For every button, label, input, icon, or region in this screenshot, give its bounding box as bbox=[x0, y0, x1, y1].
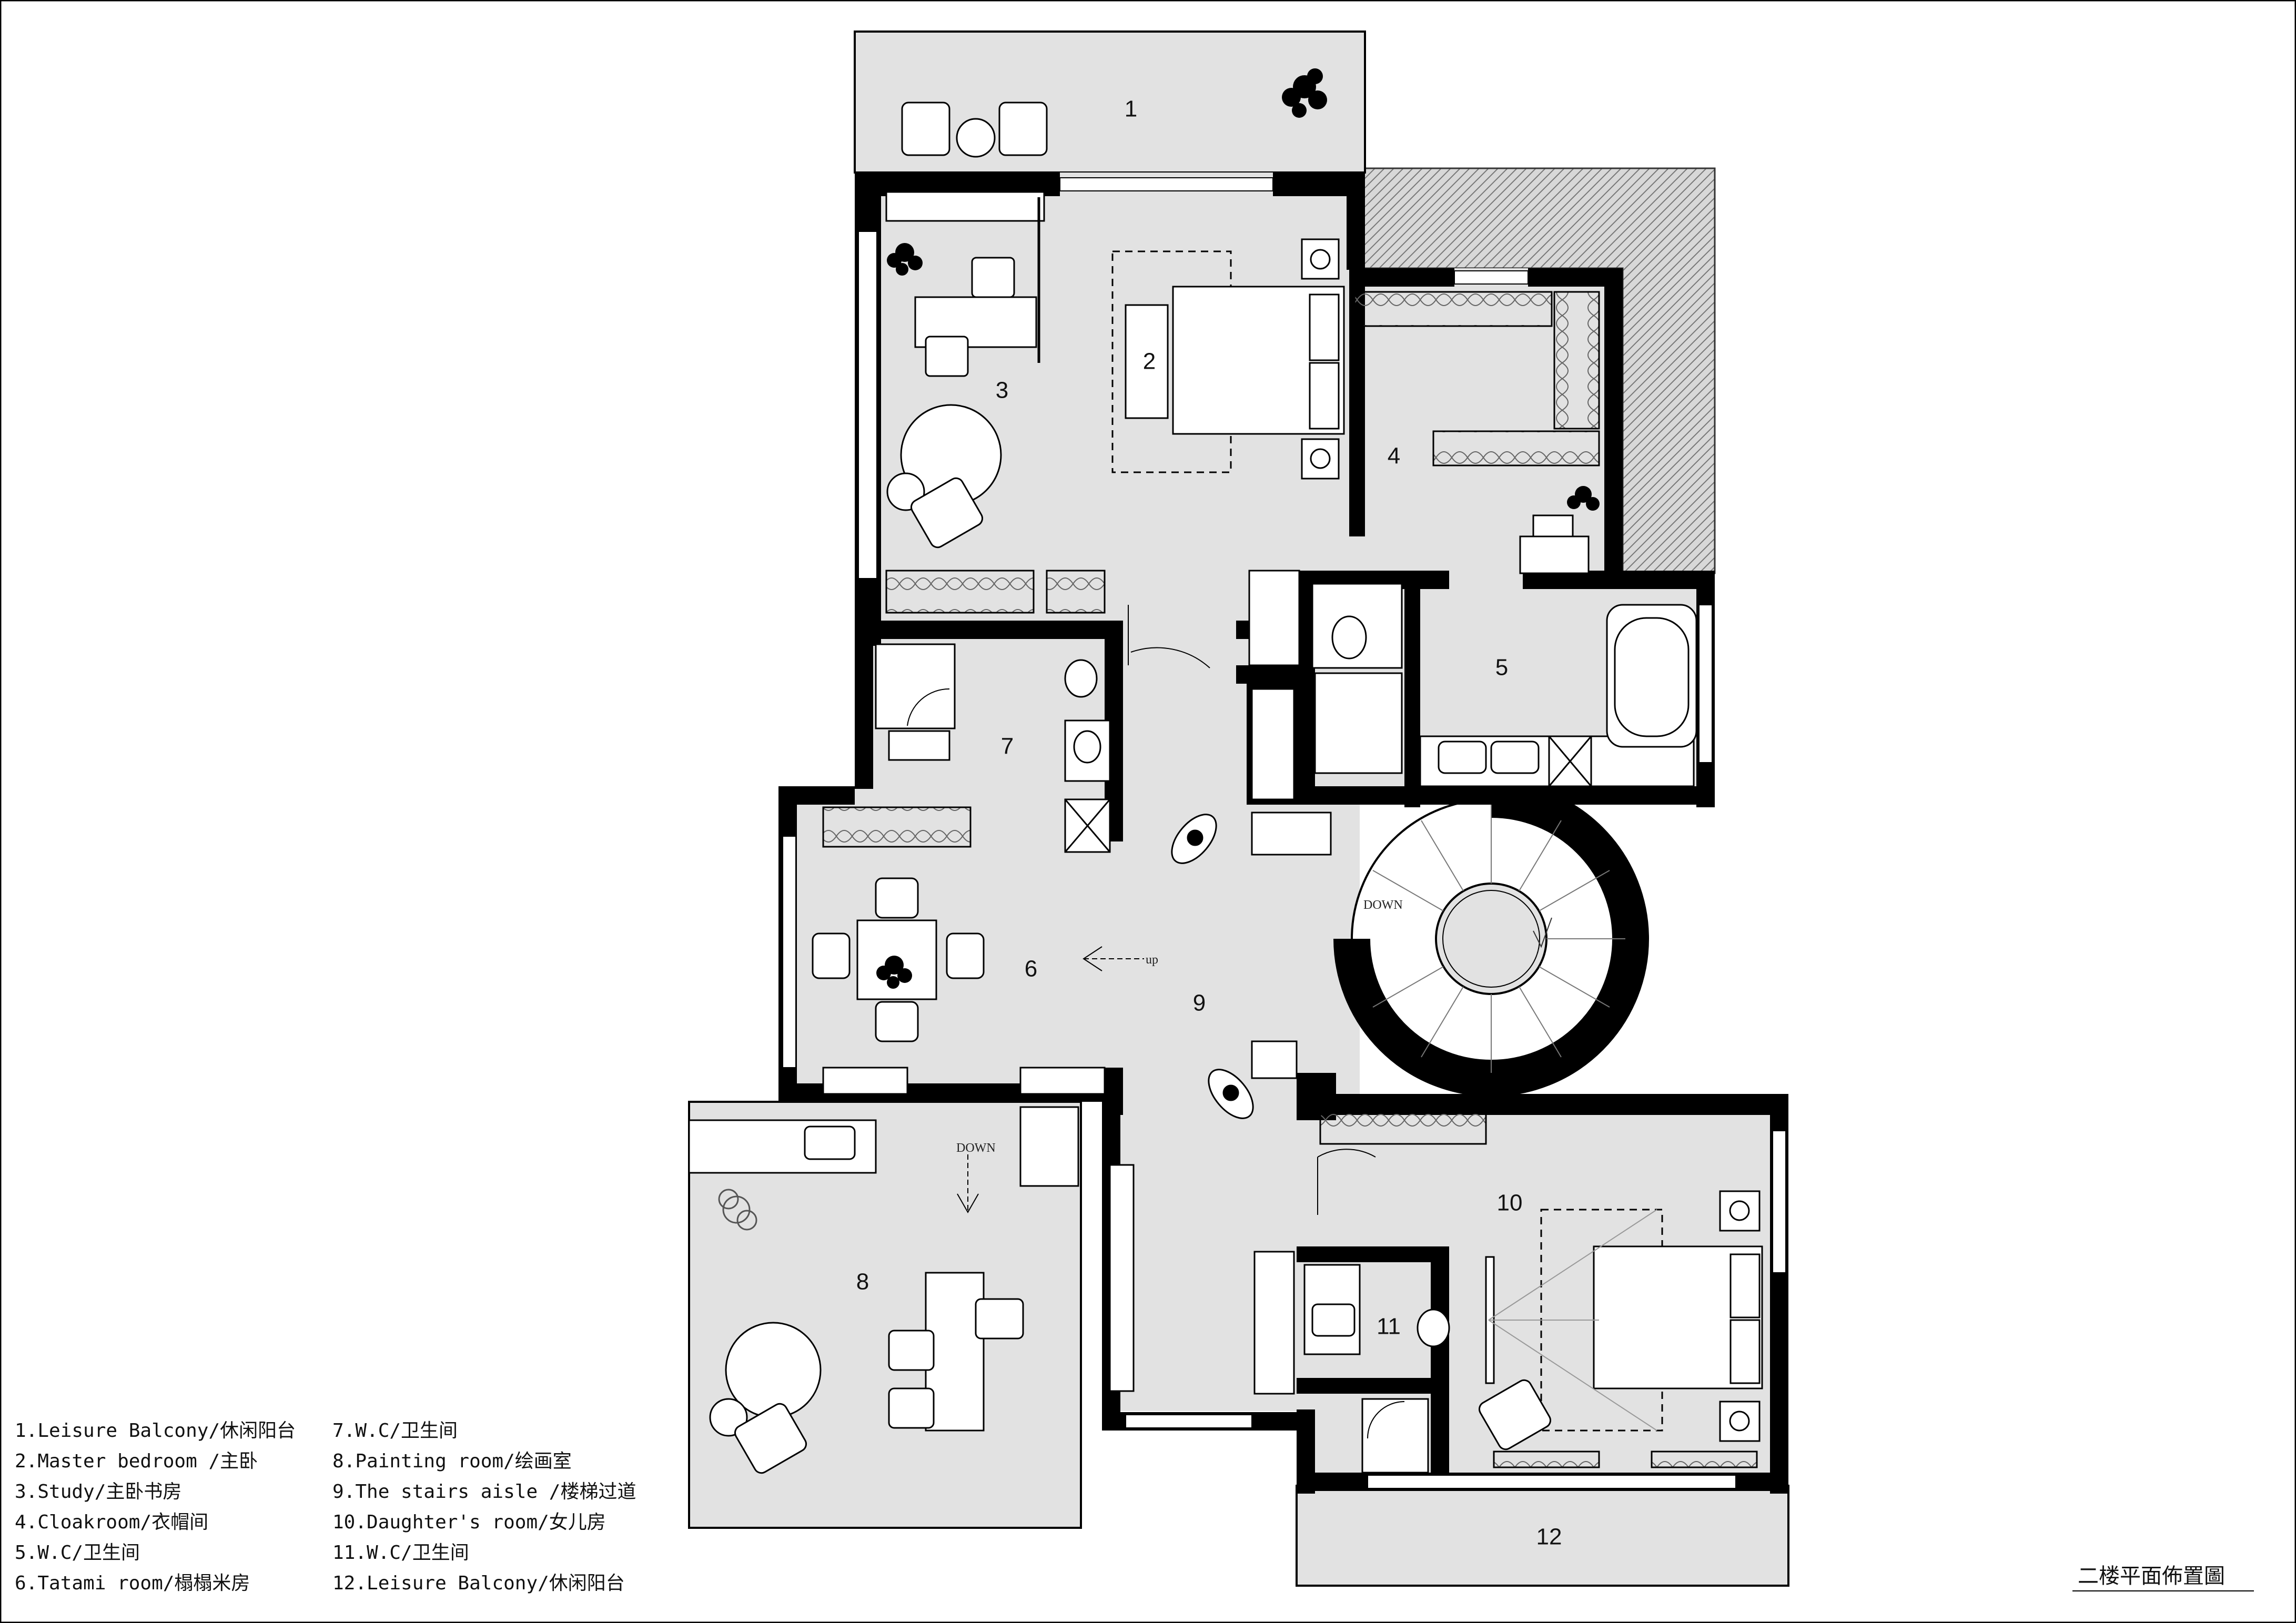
legend-item-1: 1.Leisure Balcony/休闲阳台 bbox=[15, 1420, 296, 1442]
plant-icon bbox=[1567, 486, 1600, 511]
legend-item-3: 3.Study/主卧书房 bbox=[15, 1481, 181, 1503]
master-bed bbox=[1111, 238, 1345, 480]
room-number-1: 1 bbox=[1125, 96, 1137, 122]
room-numbers: 1 2 3 4 5 6 7 8 9 10 11 12 bbox=[856, 96, 1562, 1550]
plant-icon bbox=[876, 956, 912, 989]
legend-item-2: 2.Master bedroom /主卧 bbox=[15, 1450, 258, 1472]
legend-item-5: 5.W.C/卫生间 bbox=[15, 1542, 140, 1564]
cloakroom-furniture bbox=[1353, 291, 1600, 574]
legend-item-9: 9.The stairs aisle /楼梯过道 bbox=[332, 1481, 636, 1503]
painting-furniture bbox=[688, 1106, 1079, 1474]
room-number-2: 2 bbox=[1143, 349, 1156, 374]
room-number-11: 11 bbox=[1377, 1314, 1401, 1340]
room-number-8: 8 bbox=[856, 1269, 869, 1295]
painting-down-label: DOWN bbox=[956, 1141, 996, 1155]
tatami-up-label: up bbox=[1146, 953, 1158, 967]
legend-item-7: 7.W.C/卫生间 bbox=[332, 1420, 458, 1442]
room-number-7: 7 bbox=[1001, 734, 1014, 759]
wc11-fixtures bbox=[1303, 1264, 1450, 1474]
tatami-furniture bbox=[812, 806, 1106, 1095]
up-arrow bbox=[1083, 946, 1144, 971]
daughter-light-rays bbox=[1488, 1209, 1657, 1431]
legend: 1.Leisure Balcony/休闲阳台 2.Master bedroom … bbox=[15, 1420, 636, 1594]
daughter-furniture bbox=[1319, 1109, 1763, 1468]
plant-icon bbox=[718, 1189, 757, 1231]
room-number-3: 3 bbox=[996, 378, 1008, 403]
legend-item-12: 12.Leisure Balcony/休闲阳台 bbox=[332, 1573, 625, 1594]
balcony-1-furniture bbox=[901, 102, 1048, 158]
room-number-4: 4 bbox=[1388, 443, 1400, 469]
plant-icon bbox=[887, 243, 923, 276]
room-number-6: 6 bbox=[1025, 956, 1037, 982]
spiral-stair bbox=[1333, 781, 1649, 1097]
legend-item-6: 6.Tatami room/榻榻米房 bbox=[15, 1573, 250, 1594]
corridor-cabinets bbox=[1109, 1040, 1298, 1395]
legend-item-4: 4.Cloakroom/衣帽间 bbox=[15, 1512, 208, 1533]
stairs-down-label: DOWN bbox=[1363, 898, 1403, 912]
study-furniture bbox=[885, 191, 1106, 614]
legend-item-11: 11.W.C/卫生间 bbox=[332, 1542, 469, 1564]
wc7-fixtures bbox=[875, 643, 1111, 853]
room-number-10: 10 bbox=[1497, 1190, 1523, 1216]
down-arrowhead bbox=[957, 1193, 979, 1214]
room-number-9: 9 bbox=[1193, 990, 1206, 1016]
legend-item-10: 10.Daughter's room/女儿房 bbox=[332, 1512, 606, 1533]
plant-icon bbox=[1282, 68, 1327, 118]
wc5-fixtures bbox=[1248, 570, 1697, 856]
room-number-12: 12 bbox=[1536, 1524, 1562, 1550]
plan-title: 二楼平面佈置圖 bbox=[2078, 1564, 2225, 1588]
windows bbox=[782, 177, 1786, 1489]
room-number-5: 5 bbox=[1495, 655, 1508, 681]
legend-item-8: 8.Painting room/绘画室 bbox=[332, 1450, 572, 1472]
person-icon bbox=[1171, 814, 1254, 1119]
doors bbox=[1128, 605, 1376, 1215]
